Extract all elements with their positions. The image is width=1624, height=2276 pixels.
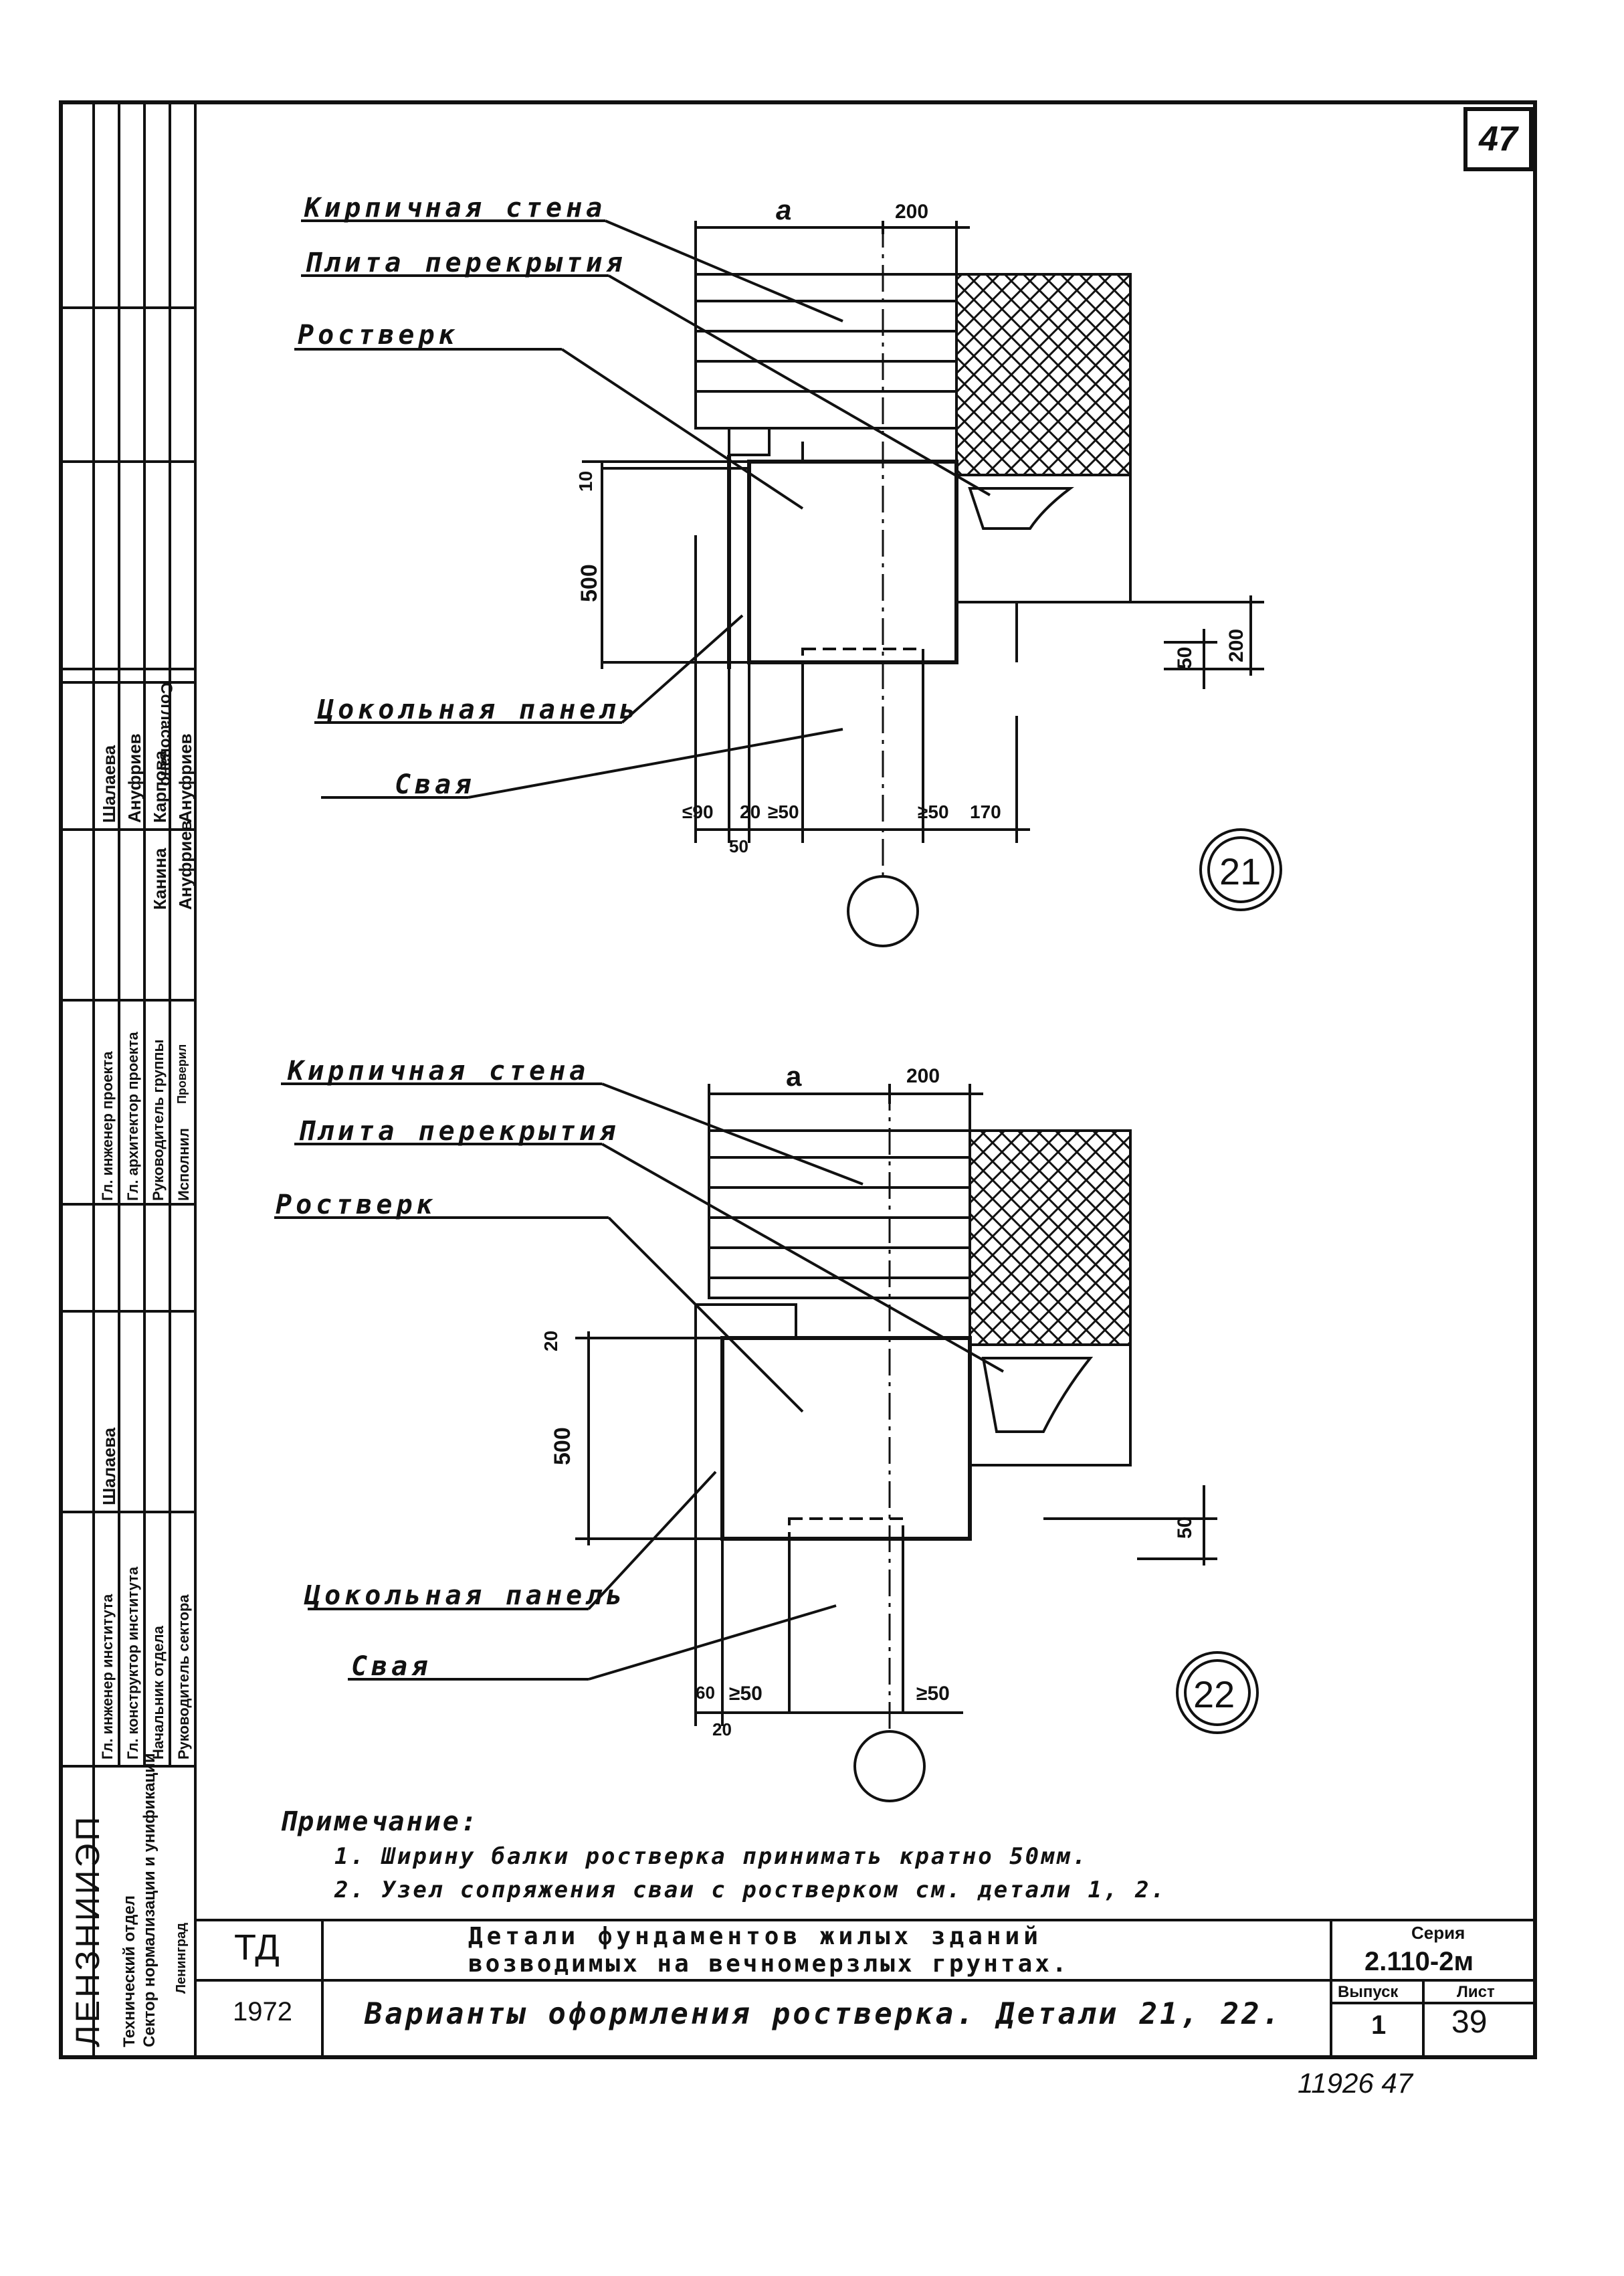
role-chief-engineer-project: Гл. инженер проекта — [99, 1051, 116, 1201]
role-chief-engineer-institute: Гл. инженер института — [99, 1594, 116, 1760]
org-name: ЛЕНЗНИИЭП — [69, 1814, 106, 2047]
role-checked: Проверил — [175, 1044, 189, 1104]
issue-value: 1 — [1371, 2010, 1387, 2040]
title-code: ТД — [234, 1927, 280, 1968]
role-head-sector: Руководитель сектора — [175, 1594, 192, 1760]
role-chief-architect-project: Гл. архитектор проекта — [124, 1032, 141, 1201]
title-line-2: возводимых на вечномерзлых грунтах. — [468, 1950, 1070, 1978]
d21-dim-200: 200 — [895, 201, 929, 223]
d22-dim-a: a — [786, 1060, 802, 1092]
d21-dim-200b: 200 — [1225, 628, 1247, 662]
name-6: Ануфриев — [175, 820, 195, 910]
side-block-lines — [63, 104, 197, 2055]
d21-dim-20: 20 — [740, 801, 761, 822]
title-block-lines — [195, 1919, 1537, 2055]
detail-22-geometry — [274, 1082, 1217, 1802]
name-3: Ануфриев — [175, 733, 195, 823]
title-line-1: Детали фундаментов жилых зданий — [468, 1923, 1042, 1950]
issue-label: Выпуск — [1338, 1983, 1399, 2001]
notes-title: Примечание: — [280, 1806, 479, 1837]
title-year: 1972 — [233, 1997, 292, 2026]
detail-21-geometry — [294, 219, 1264, 947]
name-2: Ануфриев — [124, 733, 144, 823]
d22-dim-20b: 20 — [712, 1719, 732, 1739]
sheet-number-box: 47 — [1463, 107, 1533, 171]
role-chief-designer-institute: Гл. конструктор института — [124, 1566, 141, 1760]
d21-dim-500: 500 — [577, 564, 602, 602]
d22-dim-60: 60 — [696, 1683, 715, 1703]
d22-label-panel: Цокольная панель — [304, 1580, 627, 1611]
d22-dim-500: 500 — [550, 1427, 575, 1465]
name-1: Шалаева — [99, 745, 119, 823]
d21-dim-le90: ≤90 — [682, 801, 714, 822]
d21-dim-10: 10 — [575, 470, 596, 492]
d21-label-pile: Свая — [395, 769, 476, 800]
d22-dim-ge50b: ≥50 — [916, 1683, 950, 1705]
org-dept: Технический отдел — [120, 1895, 138, 2047]
d21-number: 21 — [1219, 850, 1261, 892]
d22-label-pile: Свая — [351, 1651, 432, 1682]
d22-label-grillage: Ростверк — [276, 1190, 437, 1220]
sheet-number: 47 — [1479, 120, 1518, 159]
d22-dim-ge50: ≥50 — [729, 1683, 763, 1705]
d22-label-slab: Плита перекрытия — [298, 1116, 620, 1147]
role-head-department: Начальник отдела — [150, 1626, 167, 1760]
org-city: Ленинград — [174, 1923, 189, 1994]
d22-dim-20: 20 — [540, 1330, 561, 1351]
notes-item-2: 2. Узел сопряжения сваи с ростверком см.… — [334, 1877, 1166, 1903]
d21-dim-50: 50 — [1174, 646, 1196, 669]
d21-dim-170: 170 — [970, 801, 1001, 822]
d22-dim-50: 50 — [1174, 1516, 1196, 1539]
d22-label-wall: Кирпичная стена — [288, 1056, 590, 1086]
d21-label-grillage: Ростверк — [298, 320, 459, 351]
detail-circles — [1176, 828, 1282, 1734]
d21-label-wall: Кирпичная стена — [304, 193, 607, 223]
sheet-label: Лист — [1457, 1983, 1495, 2001]
d22-dim-200: 200 — [906, 1065, 940, 1087]
role-executed: Исполнил — [175, 1128, 192, 1201]
role-group-leader: Руководитель группы — [150, 1039, 167, 1201]
agreed-label: Согласовано — [157, 682, 175, 786]
drawing-frame — [59, 100, 1537, 2059]
name-5: Канина — [150, 848, 170, 911]
name-7: Шалаева — [99, 1427, 119, 1505]
d21-dim-ge50b: ≥50 — [918, 801, 949, 822]
series-value: 2.110-2м — [1364, 1947, 1474, 1976]
d22-number: 22 — [1193, 1673, 1235, 1715]
d21-label-panel: Цокольная панель — [318, 694, 640, 725]
d21-dim-a: a — [776, 194, 792, 225]
d21-dim-ge50: ≥50 — [768, 801, 799, 822]
org-sector: Сектор нормализации и унификации — [140, 1753, 159, 2047]
title-subtitle: Варианты оформления ростверка. Детали 21… — [365, 1997, 1283, 2031]
notes-item-1: 1. Ширину балки ростверка принимать крат… — [334, 1843, 1088, 1870]
sheet-value: 39 — [1451, 2004, 1488, 2040]
d21-label-slab: Плита перекрытия — [304, 248, 627, 278]
d21-dim-50c: 50 — [729, 836, 748, 856]
footer-stamp: 11926 47 — [1298, 2067, 1413, 2099]
series-label: Серия — [1411, 1923, 1465, 1943]
